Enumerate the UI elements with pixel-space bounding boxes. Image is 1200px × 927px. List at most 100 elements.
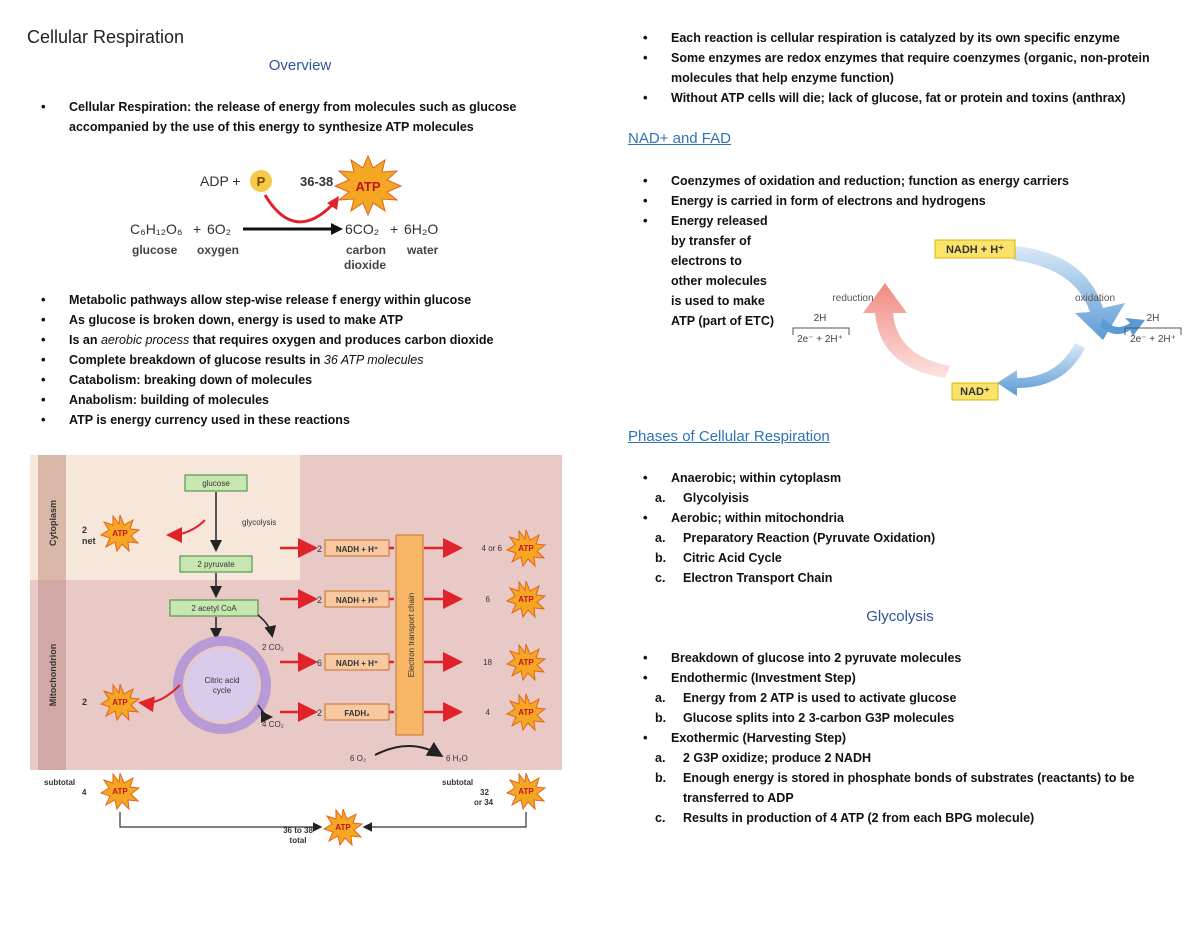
nad-return-arrow [997, 343, 1085, 396]
net-label: net [82, 536, 96, 546]
phase-subitem: a.Preparatory Reaction (Pyruvate Oxidati… [655, 531, 936, 545]
nad-fad-heading: NAD+ and FAD [628, 130, 731, 147]
overview-bullet: ATP is energy currency used in these rea… [41, 410, 561, 430]
atp-yield: 4 or 6 [482, 544, 503, 553]
total-bracket-right [362, 812, 527, 832]
overview-bullet: Catabolism: breaking down of molecules [41, 370, 561, 390]
glucose-box [184, 474, 248, 492]
respiration-equation-figure: ADP + P 36-38 ATP C₆H₁₂O₆ + 6O₂ 6CO₂ + 6… [130, 154, 439, 272]
total-bracket-left [119, 812, 323, 832]
glycolysis-bullet: Breakdown of glucose into 2 pyruvate mol… [643, 648, 1178, 668]
left-bracket [792, 327, 850, 335]
pyruvate-box [179, 555, 253, 573]
net-atp-arrow [166, 519, 206, 543]
emphasis-text: 36 ATP molecules [323, 353, 424, 367]
phases-list-aerobic: Aerobic; within mitochondria [643, 508, 1178, 528]
aerobic-sublist: a.Preparatory Reaction (Pyruvate Oxidati… [643, 528, 1178, 588]
co2-label: 4 CO₂ [262, 720, 284, 729]
phase-bullet: Anaerobic; within cytoplasm [643, 468, 1178, 488]
glycolysis-subitem: b.Enough energy is stored in phosphate b… [655, 771, 1135, 805]
citric-acid-label: Citric acid [204, 676, 239, 685]
co2-release-arrow [257, 704, 273, 723]
carrier-name: NADH + H⁺ [336, 596, 378, 605]
atp-count-label: 36-38 [300, 174, 333, 189]
intro-bullet: Cellular Respiration: the release of ene… [41, 97, 561, 137]
atp-label: ATP [518, 658, 534, 667]
atp-yield: 4 [486, 708, 491, 717]
oxidation-arrow [1013, 246, 1125, 340]
energy-released-line: electrons to [671, 254, 742, 268]
oxidation-output-arrow [1100, 318, 1145, 336]
enzyme-bullet: Some enzymes are redox enzymes that requ… [643, 48, 1178, 88]
phase-bullet: Aerobic; within mitochondria [643, 508, 1178, 528]
atp-label: ATP [112, 698, 128, 707]
atp-label: ATP [518, 544, 534, 553]
phosphate-label: P [257, 174, 266, 189]
cycle-atp-arrow [138, 684, 181, 713]
co2-formula: 6CO₂ [345, 221, 379, 237]
nad-bullet: Coenzymes of oxidation and reduction; fu… [643, 171, 1178, 191]
mitochondrion-label-bar [38, 580, 66, 770]
carrier-count: 2 [317, 544, 322, 554]
phases-heading: Phases of Cellular Respiration [628, 428, 830, 445]
energy-released-line: ATP (part of ETC) [671, 314, 775, 328]
phosphorylation-arrowhead [327, 196, 339, 210]
glucose-formula: C₆H₁₂O₆ [130, 221, 183, 237]
overview-bullet: Complete breakdown of glucose results in… [41, 350, 561, 370]
overview-bullet: Anabolism: building of molecules [41, 390, 561, 410]
etc-bar [395, 534, 424, 736]
nad-cycle-figure: NADH + H⁺ NAD⁺ reduction oxidation 2H 2e… [792, 239, 1182, 401]
carrier-name: FADH₂ [344, 709, 370, 718]
carrier-count: 6 [317, 658, 322, 668]
respiration-pathway-figure: Cytoplasm Mitochondrion glucose glycolys… [30, 455, 562, 846]
etc-label: Electron transport chain [407, 593, 416, 678]
co2-release-arrow [257, 614, 277, 638]
cytoplasm-region [30, 455, 300, 580]
oxygen-label: oxygen [197, 243, 239, 257]
reaction-arrowhead [331, 223, 343, 235]
plus-sign: + [390, 221, 398, 237]
subtotal-label: subtotal [442, 778, 473, 787]
glycolysis-subitem: c.Results in production of 4 ATP (2 from… [655, 811, 1035, 825]
enzyme-bullet: Without ATP cells will die; lack of gluc… [643, 88, 1178, 108]
overview-intro-list: Cellular Respiration: the release of ene… [41, 97, 561, 137]
phase-subitem: a.Glycolyisis [655, 491, 750, 505]
nad-box [951, 382, 999, 401]
glucose-label: glucose [132, 243, 178, 257]
plus-sign: + [193, 221, 201, 237]
oxygen-to-water-arrow [374, 741, 444, 758]
atp-burst-icon [333, 154, 403, 217]
glycolysis-label: glycolysis [242, 518, 276, 527]
carbon-label: carbon [346, 243, 386, 257]
glucose-box-label: glucose [202, 479, 230, 488]
atp-label: ATP [112, 787, 128, 796]
glycolysis-heading: Glycolysis [866, 608, 934, 625]
investment-sublist: a.Energy from 2 ATP is used to activate … [643, 688, 1178, 728]
phases-list: Anaerobic; within cytoplasm [643, 468, 1178, 488]
phase-subitem: b.Citric Acid Cycle [655, 551, 782, 565]
carrier-row: 6 NADH + H⁺ 18 [280, 652, 493, 672]
water-formula: 6H₂O [404, 221, 438, 237]
total-label: 36 to 38 [283, 826, 313, 835]
dioxide-label: dioxide [344, 258, 386, 272]
glycolysis-subitem: b.Glucose splits into 2 3-carbon G3P mol… [655, 711, 955, 725]
adp-label: ADP + [200, 173, 241, 189]
oxidation-label: oxidation [1075, 293, 1115, 304]
electron-right-label: 2e⁻ + 2H⁺ [1130, 334, 1176, 345]
atp-label: ATP [355, 179, 380, 194]
subtotal-right-value: 32 [480, 788, 489, 797]
carrier-count: 2 [317, 595, 322, 605]
subtotal-right-alt: or 34 [474, 798, 494, 807]
phosphorylation-arrow [263, 194, 337, 224]
overview-bullet-list: Metabolic pathways allow step-wise relea… [41, 290, 561, 430]
harvest-sublist: a.2 G3P oxidize; produce 2 NADH b.Enough… [643, 748, 1178, 828]
carrier-name: NADH + H⁺ [336, 545, 378, 554]
atp-label: ATP [518, 787, 534, 796]
carrier-name: NADH + H⁺ [336, 659, 378, 668]
reduction-arrow [863, 283, 950, 378]
anaerobic-sublist: a.Glycolyisis [643, 488, 1178, 508]
carrier-row: 2 NADH + H⁺ 4 or 6 [280, 538, 503, 558]
nad-label: NAD⁺ [960, 386, 990, 398]
total-suffix: total [290, 836, 307, 845]
glycolysis-subitem: a.Energy from 2 ATP is used to activate … [655, 691, 957, 705]
